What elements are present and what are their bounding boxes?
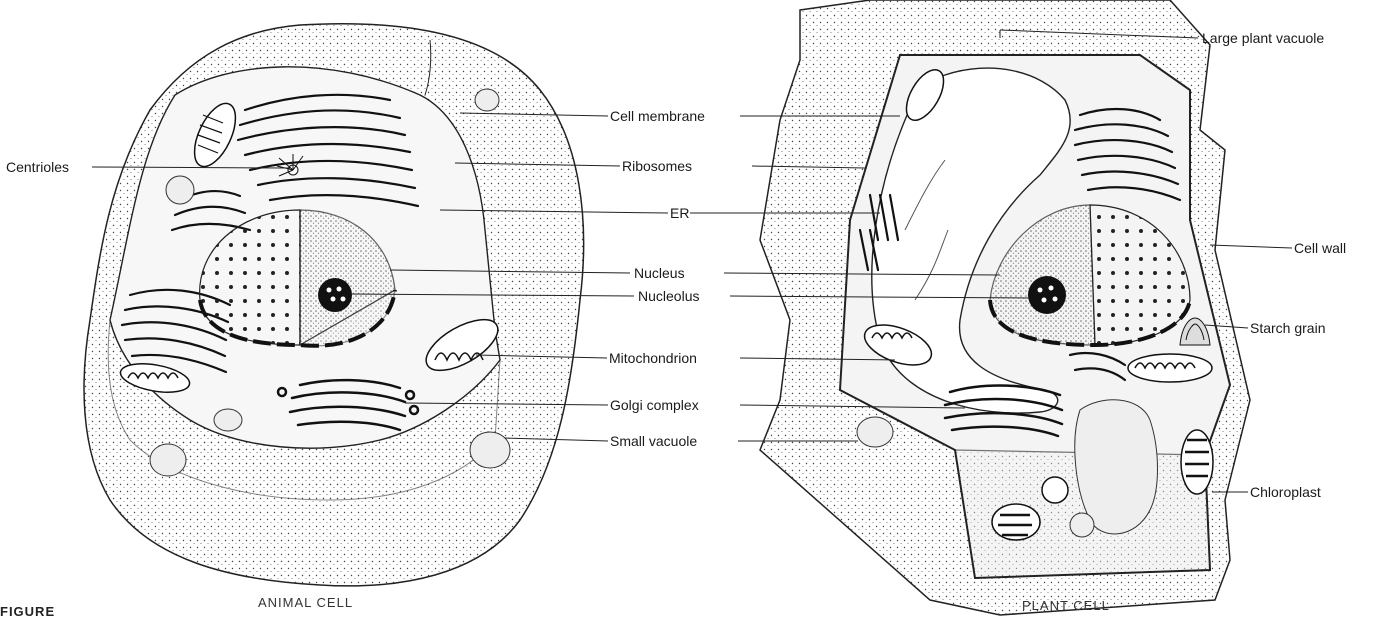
label-centrioles: Centrioles — [6, 159, 69, 175]
caption-plant-cell: PLANT CELL — [1022, 598, 1110, 613]
animal-cell-drawing — [84, 24, 584, 586]
label-cell-membrane: Cell membrane — [610, 108, 705, 124]
plant-nucleolus — [1028, 276, 1066, 314]
label-nucleus: Nucleus — [634, 265, 685, 281]
label-er: ER — [670, 205, 689, 221]
label-ribosomes: Ribosomes — [622, 158, 692, 174]
plant-cell-drawing — [760, 0, 1250, 615]
label-nucleolus: Nucleolus — [638, 288, 699, 304]
label-chloroplast: Chloroplast — [1250, 484, 1321, 500]
label-large-plant-vacuole: Large plant vacuole — [1202, 30, 1324, 46]
caption-animal-cell: ANIMAL CELL — [258, 595, 353, 610]
label-mitochondrion: Mitochondrion — [609, 350, 697, 366]
label-small-vacuole: Small vacuole — [610, 433, 697, 449]
figure-caption: FIGURE — [0, 604, 55, 619]
label-starch-grain: Starch grain — [1250, 320, 1325, 336]
label-cell-wall: Cell wall — [1294, 240, 1346, 256]
animal-nucleolus — [318, 278, 352, 312]
label-golgi-complex: Golgi complex — [610, 397, 699, 413]
